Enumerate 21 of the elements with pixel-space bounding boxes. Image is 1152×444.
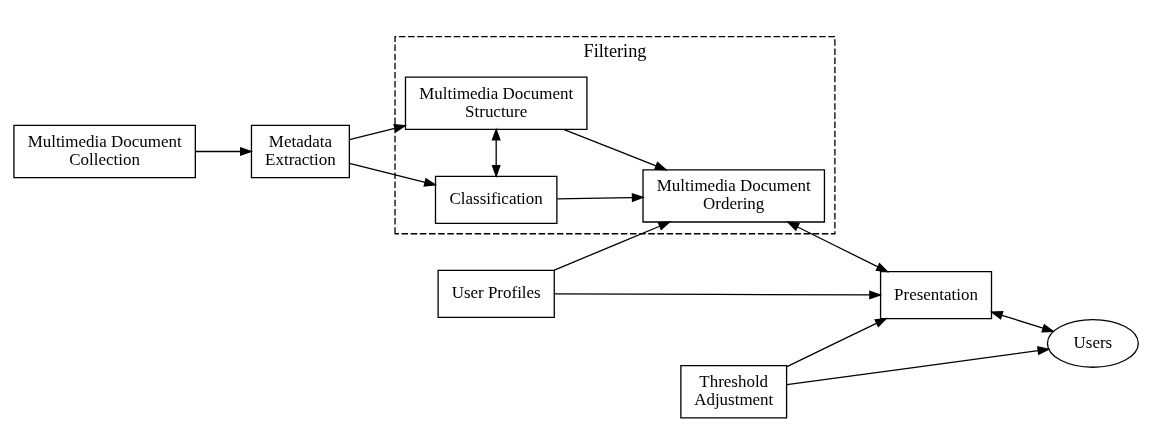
node-box: Multimedia Document Collection [13,124,196,179]
arrow [786,346,1051,386]
node-box: Multimedia Document Ordering [642,169,826,223]
arrow [348,162,438,187]
arrow [348,123,408,141]
arrow [786,221,890,273]
arrow [989,311,1056,333]
node-box: Multimedia Document Structure [404,76,588,130]
node-box: Presentation [879,270,993,320]
arrow [563,128,668,171]
arrow [553,221,672,271]
node-box: Threshold Adjustment [680,364,788,419]
arrow [786,317,888,368]
arrow [554,290,883,300]
node-ellipse: Users [1046,318,1139,368]
arrow [195,146,254,157]
node-box: Metadata Extraction [250,124,350,179]
node-box: User Profiles [437,269,555,318]
arrow [491,127,501,179]
arrow [556,193,645,203]
node-box: Classification [434,175,558,224]
